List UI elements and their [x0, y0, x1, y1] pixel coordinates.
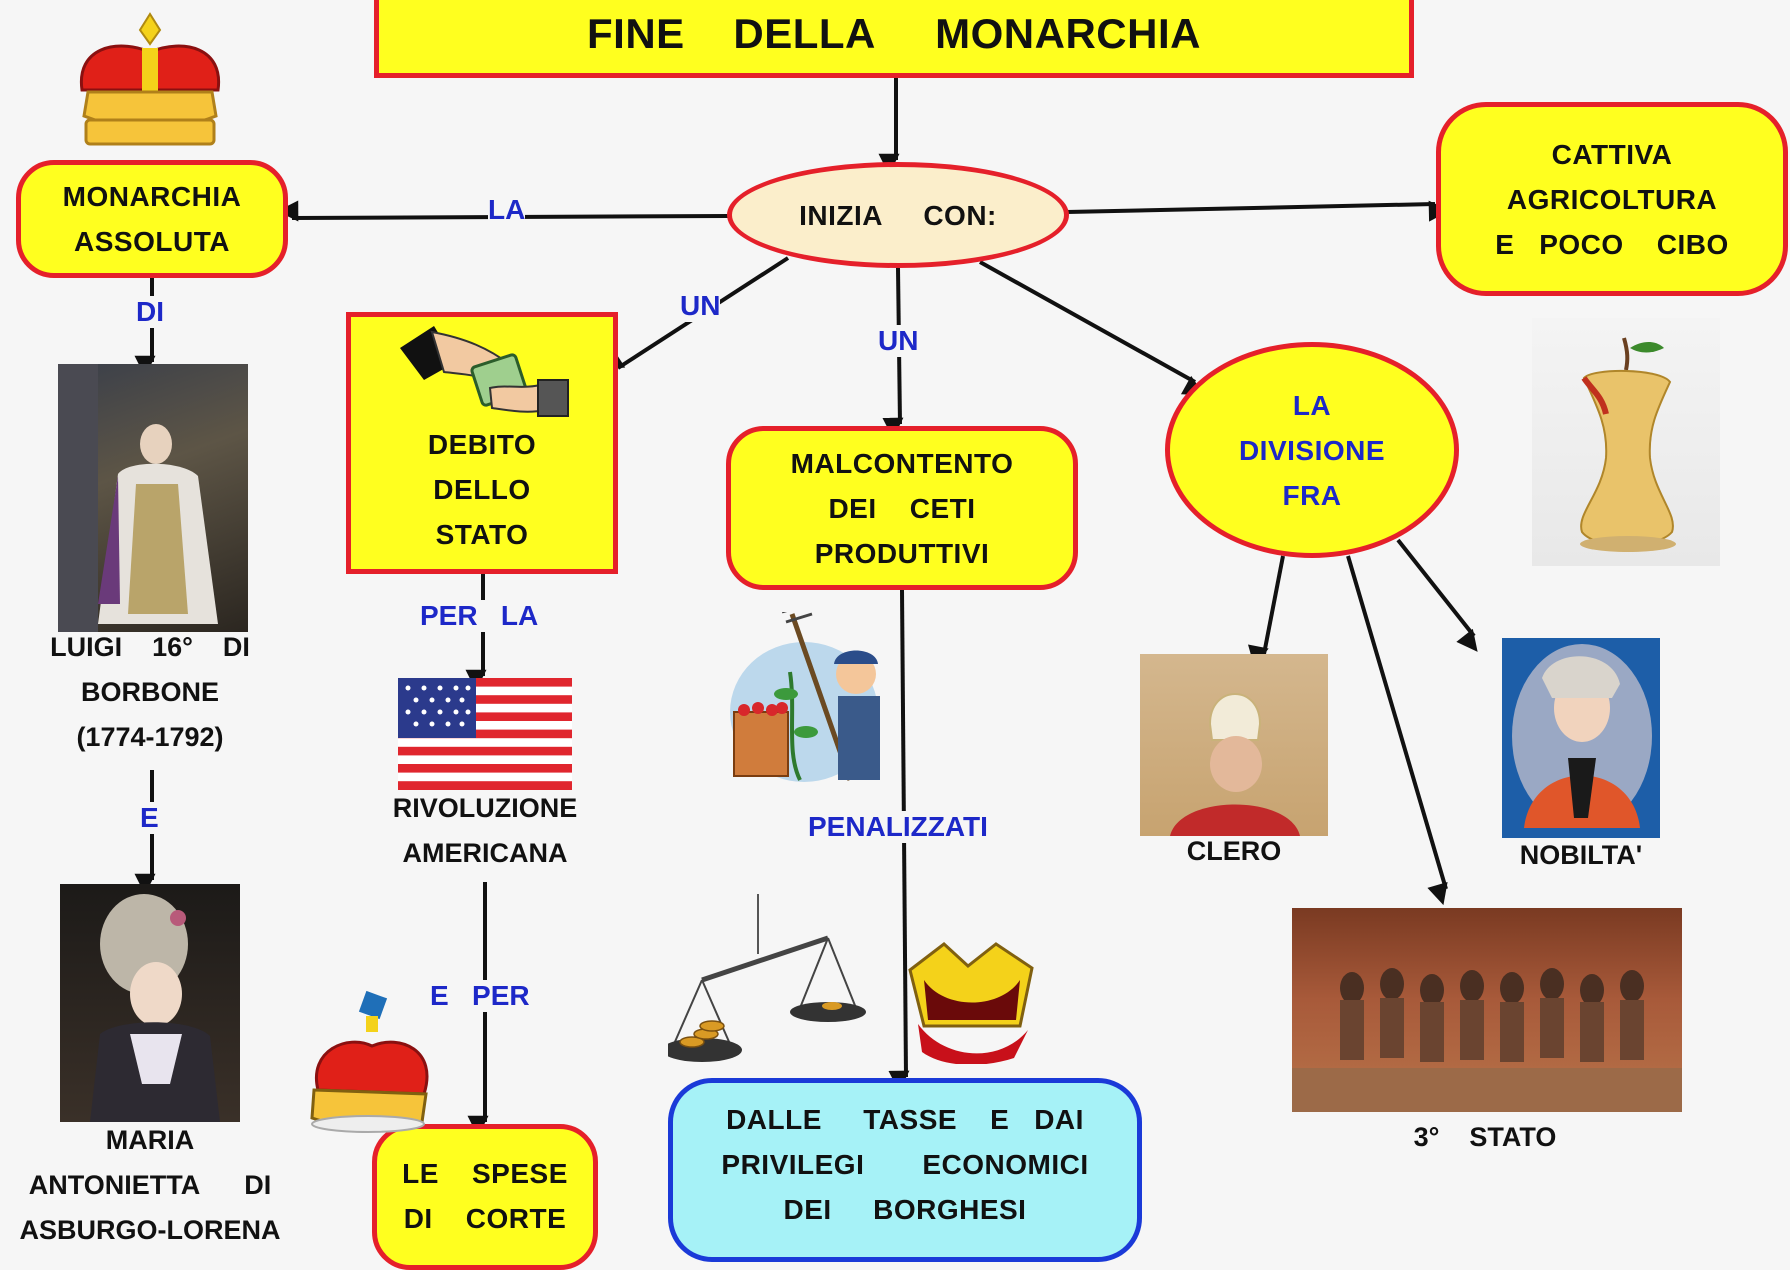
cattiva-line-2: AGRICOLTURA [1506, 183, 1718, 215]
apple-core-photo [1532, 318, 1720, 566]
rivoluzione-line-1: RIVOLUZIONE [392, 793, 578, 823]
tasse-line-2: PRIVILEGI ECONOMICI [721, 1149, 1089, 1180]
connector-la: LA [488, 194, 526, 226]
apple-core-icon [1580, 337, 1676, 552]
connector-per-la: PER LA [420, 600, 539, 632]
luigi-line-3: (1774-1792) [76, 722, 224, 752]
crown-mask-icon [908, 942, 1034, 1064]
cattiva-line-3: E POCO CIBO [1495, 228, 1729, 260]
crown-icon [79, 12, 221, 146]
divisione-line-1: LA [1292, 389, 1332, 421]
luigi-line-2: BORBONE [80, 677, 219, 707]
handshake-money-icon [400, 326, 569, 417]
farmer-icon [730, 612, 880, 782]
terzo-stato-caption: 3° STATO [1413, 1122, 1557, 1152]
maria-caption: MARIA ANTONIETTA DI ASBURGO-LORENA [0, 1118, 300, 1253]
inizia-node: INIZIA CON: [727, 162, 1069, 268]
connector-un-mid: UN [878, 325, 919, 357]
luigi-line-1: LUIGI 16° DI [50, 632, 250, 662]
arrow-inizia-divisione [979, 260, 1205, 396]
spese-line-1: LE SPESE [402, 1158, 568, 1189]
arrow-inizia-cattiva [1066, 200, 1450, 222]
maria-line-3: ASBURGO-LORENA [19, 1215, 281, 1245]
malcontento-line-1: MALCONTENTO [790, 447, 1014, 479]
tasse-node: DALLE TASSE E DAI PRIVILEGI ECONOMICI DE… [668, 1078, 1142, 1262]
tasse-line-3: DEI BORGHESI [783, 1194, 1027, 1225]
luigi-portrait [58, 364, 248, 632]
title-box: FINE DELLA MONARCHIA [374, 0, 1414, 78]
malcontento-line-2: DEI CETI [828, 492, 976, 524]
us-flag-icon [398, 678, 572, 790]
nobilta-caption: NOBILTA' [1519, 840, 1643, 870]
clero-photo [1140, 654, 1328, 836]
divisione-line-2: DIVISIONE [1238, 434, 1386, 466]
monarchia-assoluta-node: MONARCHIA ASSOLUTA [16, 160, 288, 278]
rivoluzione-line-2: AMERICANA [402, 838, 568, 868]
connector-di: DI [136, 296, 164, 328]
royal-crown-icon [310, 990, 429, 1133]
scales-icon [668, 894, 866, 1062]
malcontento-node: MALCONTENTO DEI CETI PRODUTTIVI [726, 426, 1078, 590]
cattiva-agricoltura-node: CATTIVA AGRICOLTURA E POCO CIBO [1436, 102, 1788, 296]
debito-line-1: DEBITO [427, 429, 537, 460]
maria-portrait [60, 884, 240, 1122]
arrow-divisione-nobilta [1396, 538, 1478, 652]
maria-line-2: ANTONIETTA DI [28, 1170, 272, 1200]
maria-line-1: MARIA [105, 1125, 195, 1155]
divisione-node: LA DIVISIONE FRA [1165, 342, 1459, 558]
clero-caption: CLERO [1186, 836, 1282, 866]
connector-e: E [140, 802, 159, 834]
debito-line-2: DELLO [433, 474, 531, 505]
arrow-divisione-terzo [1346, 555, 1448, 906]
tasse-line-1: DALLE TASSE E DAI [726, 1104, 1084, 1135]
nobilta-portrait [1502, 638, 1660, 838]
monarchia-line-2: ASSOLUTA [74, 226, 230, 257]
luigi-caption: LUIGI 16° DI BORBONE (1774-1792) [20, 625, 280, 760]
debito-line-3: STATO [435, 519, 529, 550]
spese-line-2: DI CORTE [403, 1203, 567, 1234]
page-title: FINE DELLA MONARCHIA [587, 10, 1201, 57]
divisione-line-3: FRA [1282, 479, 1342, 511]
cattiva-line-1: CATTIVA [1551, 138, 1673, 170]
monarchia-line-1: MONARCHIA [62, 181, 242, 212]
connector-un-left: UN [680, 290, 721, 322]
inizia-label: INIZIA CON: [799, 199, 997, 231]
terzo-stato-painting [1292, 908, 1682, 1112]
rivoluzione-caption: RIVOLUZIONE AMERICANA [360, 786, 610, 876]
arrow-divisione-clero [1248, 555, 1285, 668]
connector-penalizzati: PENALIZZATI [808, 811, 988, 843]
debito-stato-node: DEBITO DELLO STATO [346, 312, 618, 574]
malcontento-line-3: PRODUTTIVI [814, 537, 990, 569]
spese-corte-node: LE SPESE DI CORTE [372, 1124, 598, 1270]
connector-e-per: E PER [430, 980, 530, 1012]
